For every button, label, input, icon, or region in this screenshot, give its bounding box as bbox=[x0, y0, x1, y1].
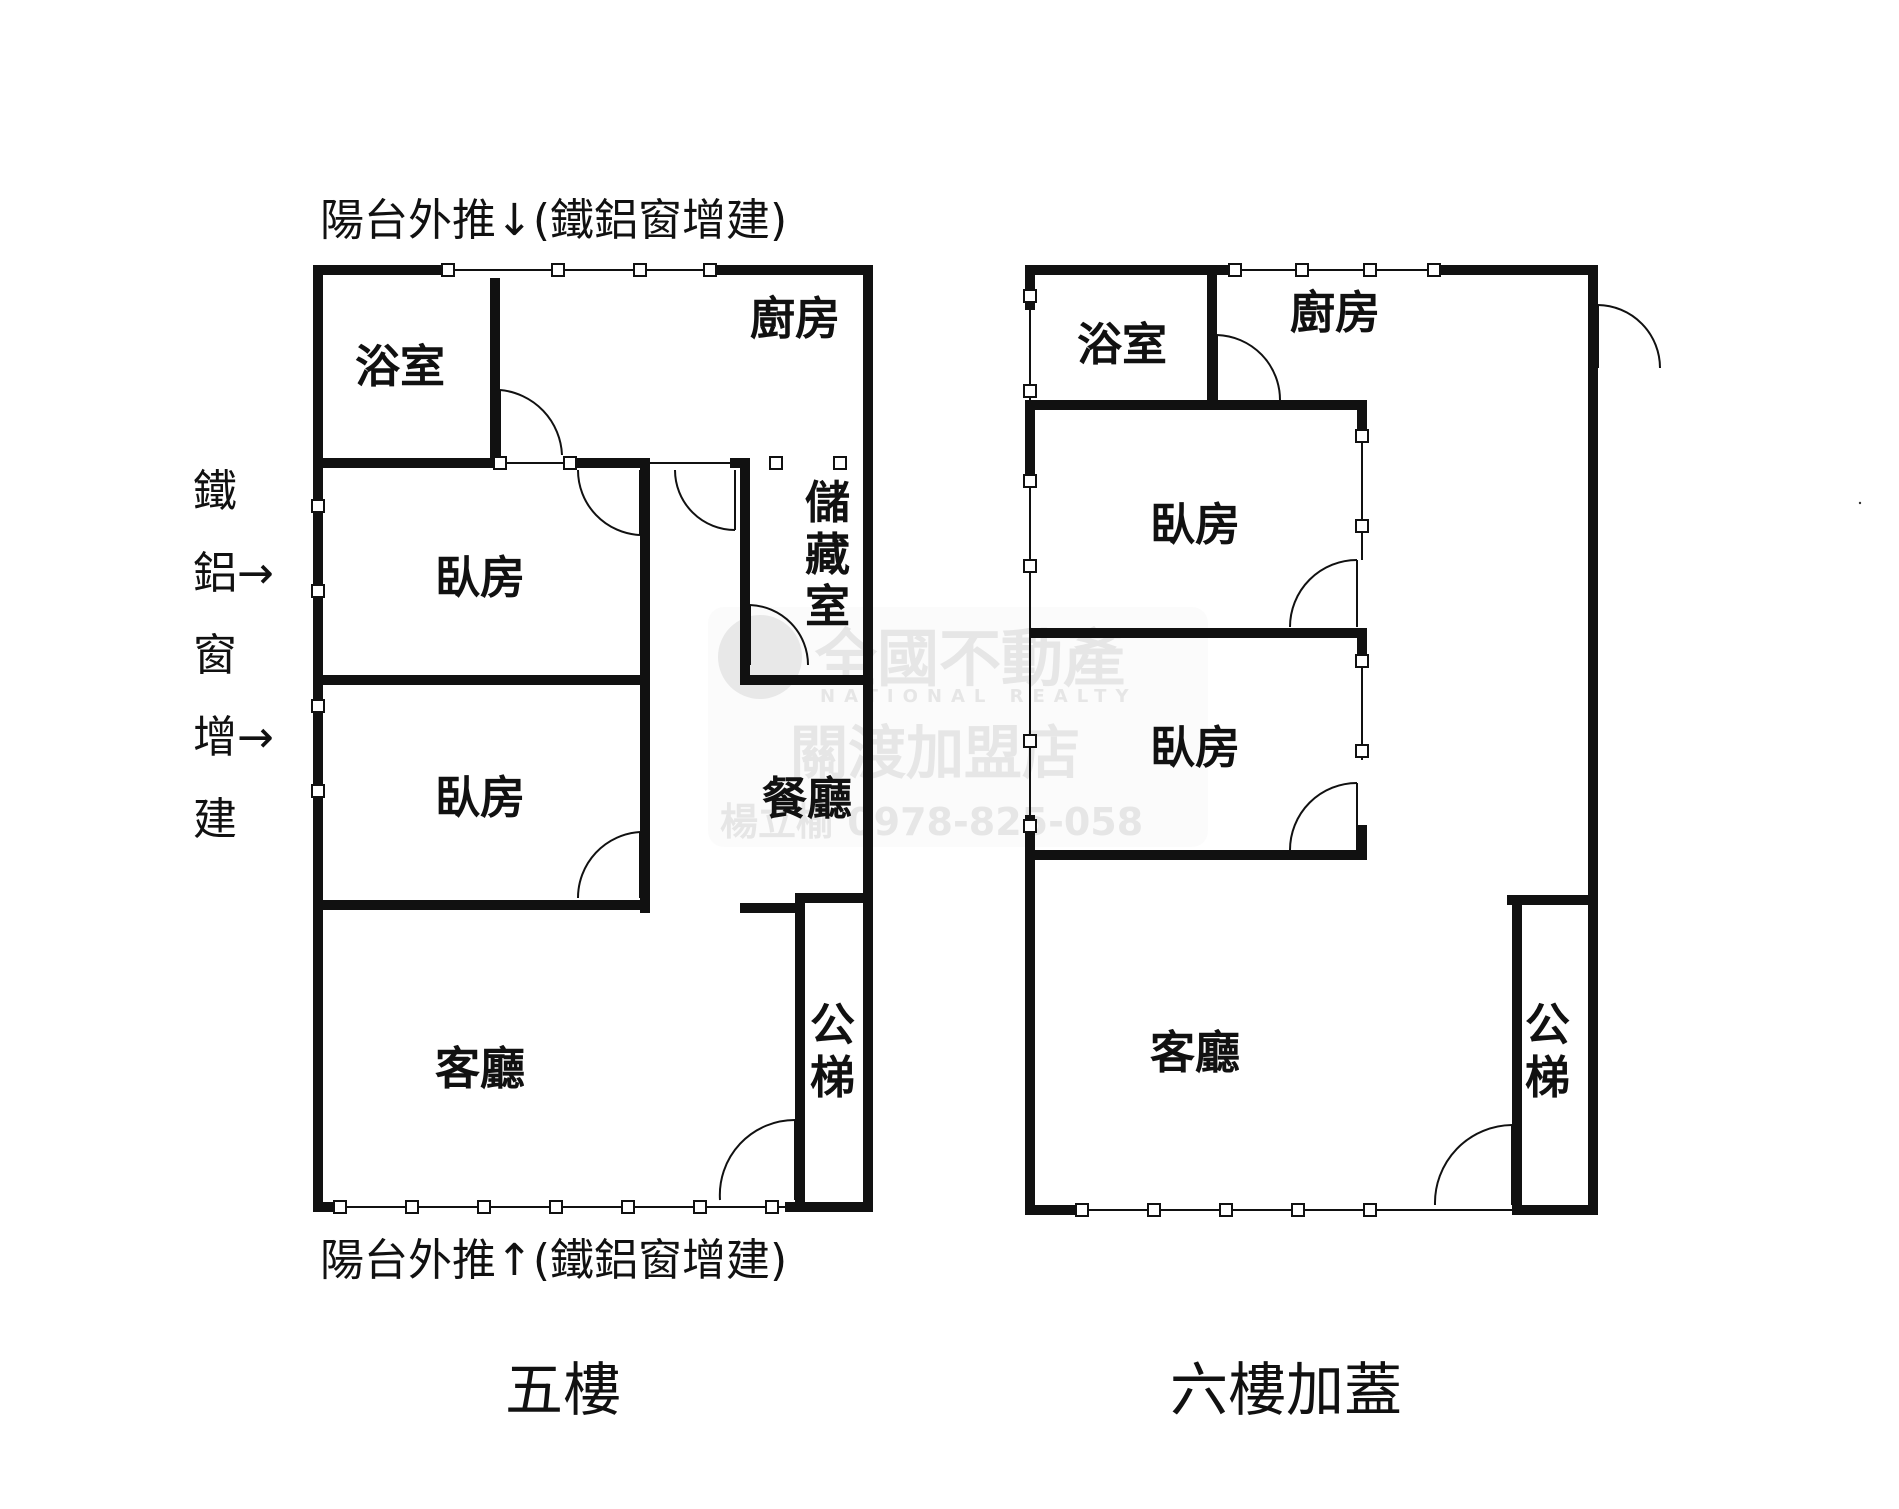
watermark-box bbox=[708, 607, 1208, 847]
note-5f-side-4: 增→ bbox=[193, 712, 274, 763]
doors-6f bbox=[1216, 304, 1661, 1206]
room-label-5f-storage-3: 室 bbox=[805, 580, 850, 633]
room-label-6f-elevator-2: 梯 bbox=[1525, 1051, 1570, 1104]
note-5f-side-1: 鐵 bbox=[193, 466, 237, 517]
room-label-6f-kitchen: 廚房 bbox=[1290, 286, 1380, 339]
window-posts-5f bbox=[311, 263, 847, 1214]
note-5f-side-2: 鋁→ bbox=[193, 548, 274, 599]
room-label-5f-dining: 餐廳 bbox=[762, 772, 852, 825]
note-5f-bottom: 陽台外推↑(鐵鋁窗增建) bbox=[320, 1235, 787, 1286]
watermark-logo-icon bbox=[718, 615, 802, 699]
room-label-6f-bedroom-2: 臥房 bbox=[1150, 721, 1240, 774]
speck bbox=[1858, 501, 1862, 505]
floor-title-6f: 六樓加蓋 bbox=[1170, 1356, 1402, 1424]
room-label-5f-elevator-1: 公 bbox=[810, 998, 855, 1051]
room-label-5f-living: 客廳 bbox=[435, 1042, 525, 1095]
watermark: 全國不動產 NATIONAL REALTY 關渡加盟店 楊立榆 0978-825… bbox=[708, 607, 1208, 847]
room-label-5f-bedroom-1: 臥房 bbox=[435, 551, 525, 604]
room-label-6f-bath: 浴室 bbox=[1077, 318, 1167, 371]
room-label-6f-living: 客廳 bbox=[1150, 1026, 1240, 1079]
room-label-5f-storage-1: 儲 bbox=[805, 476, 850, 529]
doors-5f bbox=[499, 389, 809, 1201]
floor-plan-5f bbox=[311, 263, 873, 1214]
watermark-store: 關渡加盟店 bbox=[790, 719, 1080, 787]
room-label-5f-bath: 浴室 bbox=[355, 340, 445, 393]
room-label-5f-bedroom-2: 臥房 bbox=[435, 771, 525, 824]
room-label-6f-bedroom-1: 臥房 bbox=[1150, 498, 1240, 551]
room-label-5f-kitchen: 廚房 bbox=[750, 292, 840, 345]
floor-title-5f: 五樓 bbox=[505, 1356, 621, 1424]
walls-6f bbox=[1025, 265, 1598, 1215]
note-5f-top: 陽台外推↓(鐵鋁窗增建) bbox=[320, 195, 787, 246]
room-label-5f-elevator-2: 梯 bbox=[810, 1051, 855, 1104]
note-5f-side-3: 窗 bbox=[193, 630, 237, 681]
room-label-6f-elevator-1: 公 bbox=[1525, 998, 1570, 1051]
walls-5f bbox=[313, 265, 873, 1212]
room-label-5f-storage-2: 藏 bbox=[805, 528, 850, 581]
window-posts-6f bbox=[1023, 263, 1441, 1217]
note-5f-side-5: 建 bbox=[193, 794, 237, 845]
floor-plan-6f bbox=[1023, 263, 1661, 1217]
watermark-agent: 楊立榆 0978-825-058 bbox=[720, 800, 1143, 844]
watermark-brand-en: NATIONAL REALTY bbox=[820, 686, 1138, 707]
